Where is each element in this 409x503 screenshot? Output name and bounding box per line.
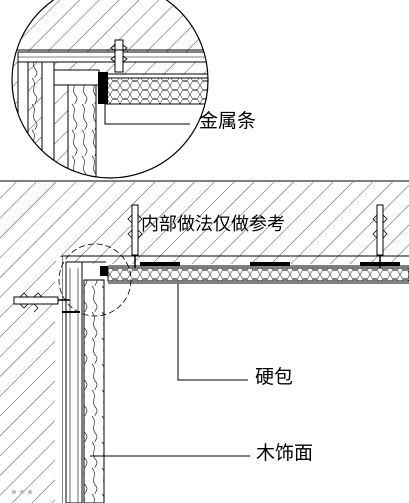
watermark-marks xyxy=(12,490,32,494)
detail-callout-circle xyxy=(58,243,132,317)
main-section xyxy=(0,180,409,503)
hard-pack-leader xyxy=(177,284,248,381)
hard-pack-label: 硬包 xyxy=(255,366,294,388)
wall-anchor xyxy=(13,292,80,313)
zoom-circle-border xyxy=(11,0,209,179)
wood-finish-panel xyxy=(65,261,106,503)
ceiling-anchor-left xyxy=(127,204,143,268)
wood-finish-label: 木饰面 xyxy=(256,442,314,464)
metal-strip-main xyxy=(100,266,108,276)
note-label: 内部做法仅做参考 xyxy=(141,214,285,235)
hard-pack-panel xyxy=(107,262,409,284)
zoom-detail xyxy=(11,0,209,179)
ceiling-anchor-right xyxy=(372,204,388,268)
metal-strip-leader xyxy=(104,100,190,125)
metal-strip-label: 金属条 xyxy=(199,110,257,132)
